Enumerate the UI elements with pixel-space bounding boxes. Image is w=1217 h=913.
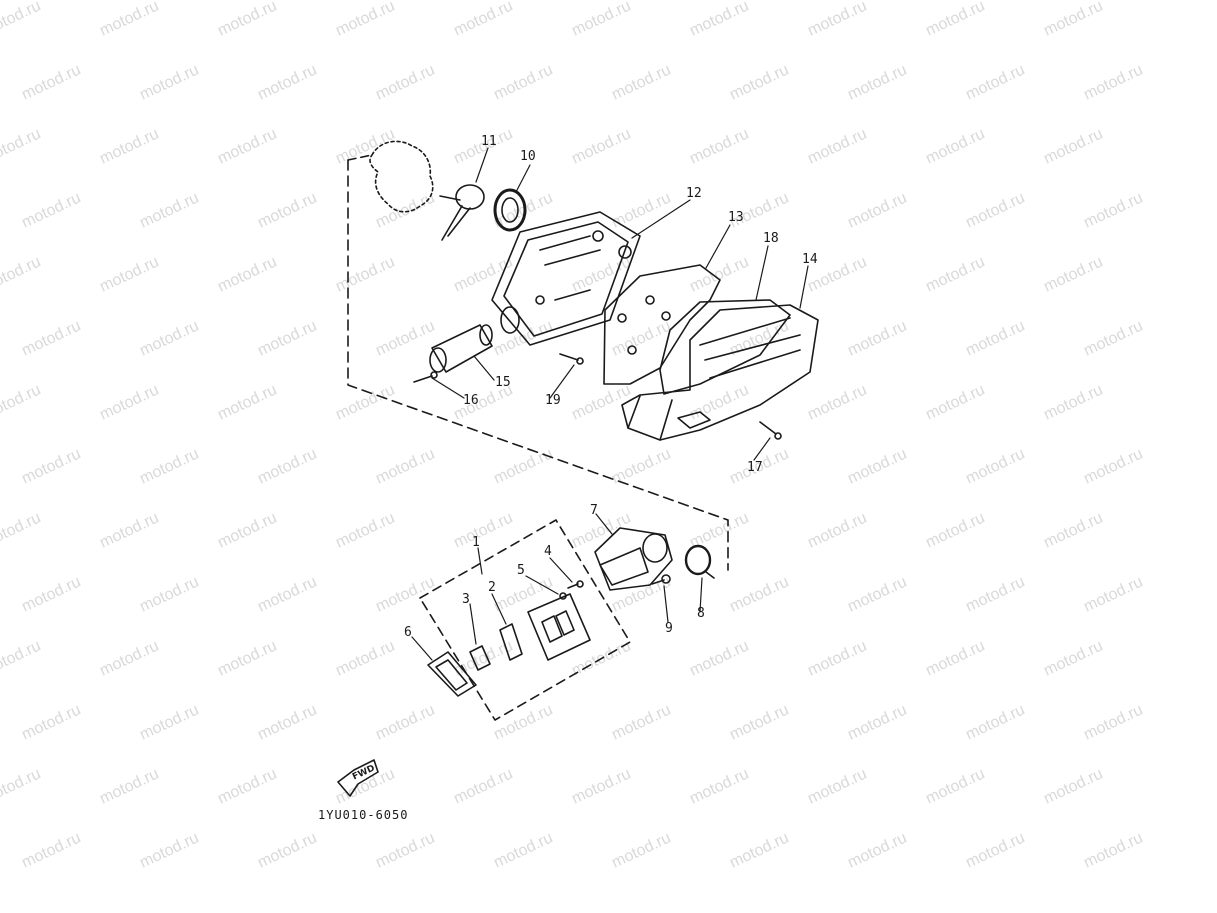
part-label-11: 11 <box>481 134 497 149</box>
part-8-clamp <box>686 546 714 578</box>
part-1-assembly-box <box>420 520 630 720</box>
part-19-screw <box>560 354 583 364</box>
part-label-5: 5 <box>517 563 525 578</box>
part-label-14: 14 <box>802 252 818 267</box>
part-9-bolt <box>652 575 670 584</box>
part-label-15: 15 <box>495 375 511 390</box>
part-10-seal <box>495 190 525 230</box>
part-label-4: 4 <box>544 544 552 559</box>
part-label-13: 13 <box>728 210 744 225</box>
part-label-16: 16 <box>463 393 479 408</box>
part-18-gasket <box>660 300 790 394</box>
fwd-arrow-icon <box>338 760 378 796</box>
part-3-stopper <box>470 646 490 670</box>
part-label-8: 8 <box>697 606 705 621</box>
part-label-19: 19 <box>545 393 561 408</box>
part-label-7: 7 <box>590 503 598 518</box>
part-15-intake-tube <box>430 325 492 372</box>
part-label-3: 3 <box>462 592 470 607</box>
part-13-filter-element <box>604 265 720 384</box>
part-14-cover <box>622 305 818 440</box>
part-2-reed <box>500 624 522 660</box>
part-label-17: 17 <box>747 460 763 475</box>
part-16-screw <box>414 372 437 382</box>
diagram-code: 1YU010-6050 <box>318 808 409 822</box>
part-label-6: 6 <box>404 625 412 640</box>
part-label-1: 1 <box>472 535 480 550</box>
leader-lines <box>412 148 808 660</box>
assembly-dashed-outline <box>348 160 728 570</box>
engine-reference-sketch <box>370 141 433 211</box>
part-label-18: 18 <box>763 231 779 246</box>
reed-valve-plate <box>528 594 590 660</box>
part-7-manifold <box>595 528 672 590</box>
part-17-screw <box>760 422 781 439</box>
part-11-clip <box>440 185 484 240</box>
part-label-12: 12 <box>686 186 702 201</box>
assembly-dashed-top <box>348 155 372 160</box>
part-label-10: 10 <box>520 149 536 164</box>
part-12-filter-case <box>492 212 640 345</box>
part-label-2: 2 <box>488 580 496 595</box>
part-6-gasket <box>428 652 476 696</box>
part-label-9: 9 <box>665 621 673 636</box>
